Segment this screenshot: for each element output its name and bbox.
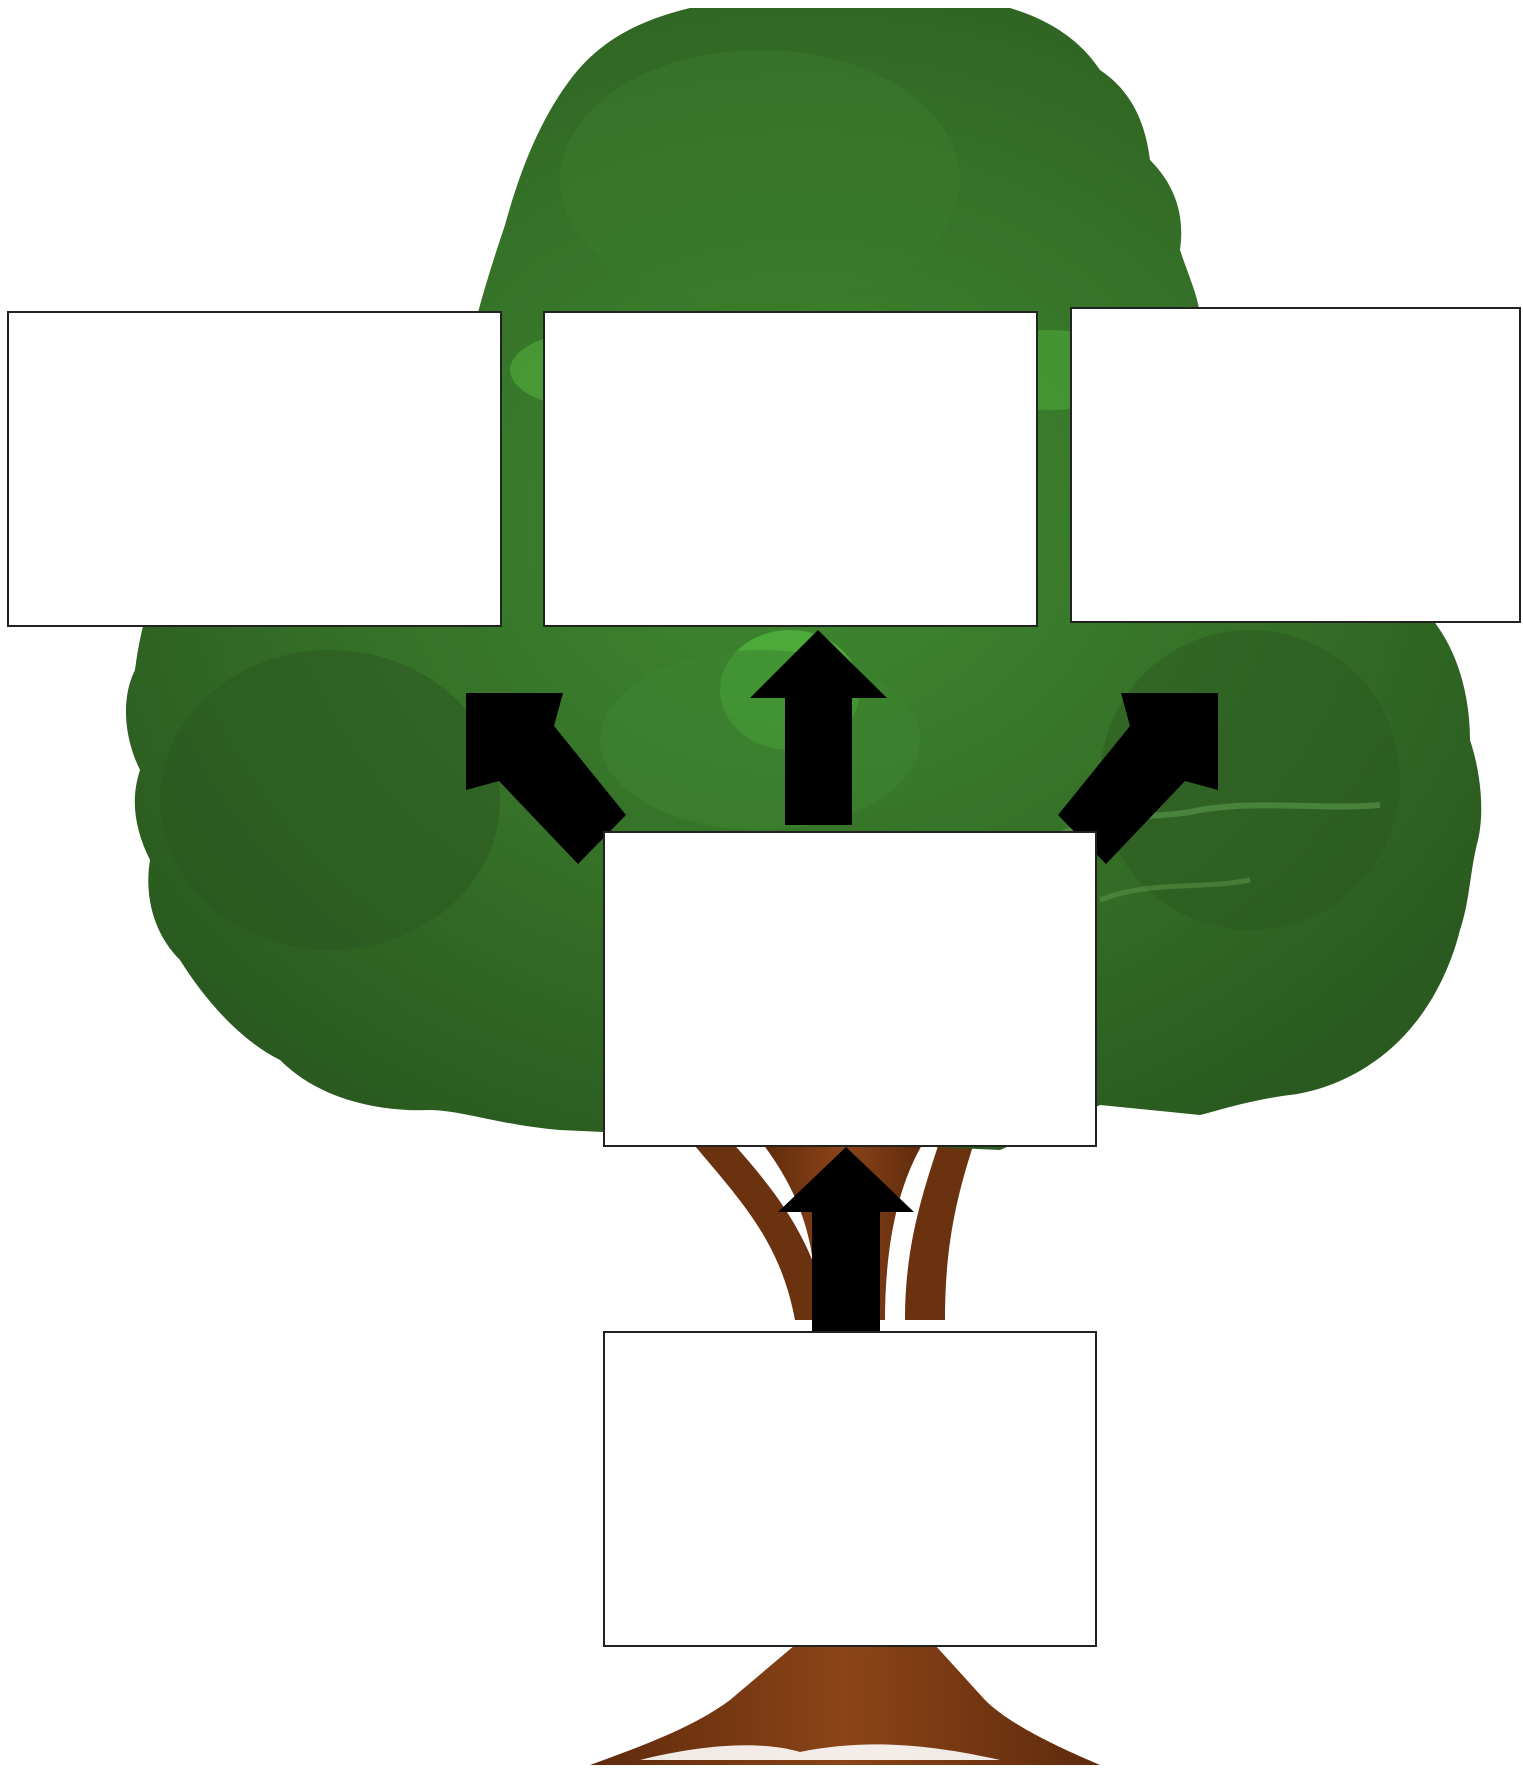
arrow-root-to-trunk — [778, 1147, 914, 1342]
arrows — [466, 630, 1218, 1342]
arrow-trunk-to-branch-right — [1058, 693, 1218, 864]
branch-left-box[interactable] — [7, 311, 502, 627]
branch-center-box[interactable] — [543, 311, 1038, 627]
arrow-trunk-to-branch-center — [750, 630, 887, 825]
root-box[interactable] — [603, 1331, 1097, 1647]
arrow-trunk-to-branch-left — [466, 693, 626, 864]
branch-right-box[interactable] — [1070, 307, 1521, 623]
trunk-box[interactable] — [603, 831, 1097, 1147]
